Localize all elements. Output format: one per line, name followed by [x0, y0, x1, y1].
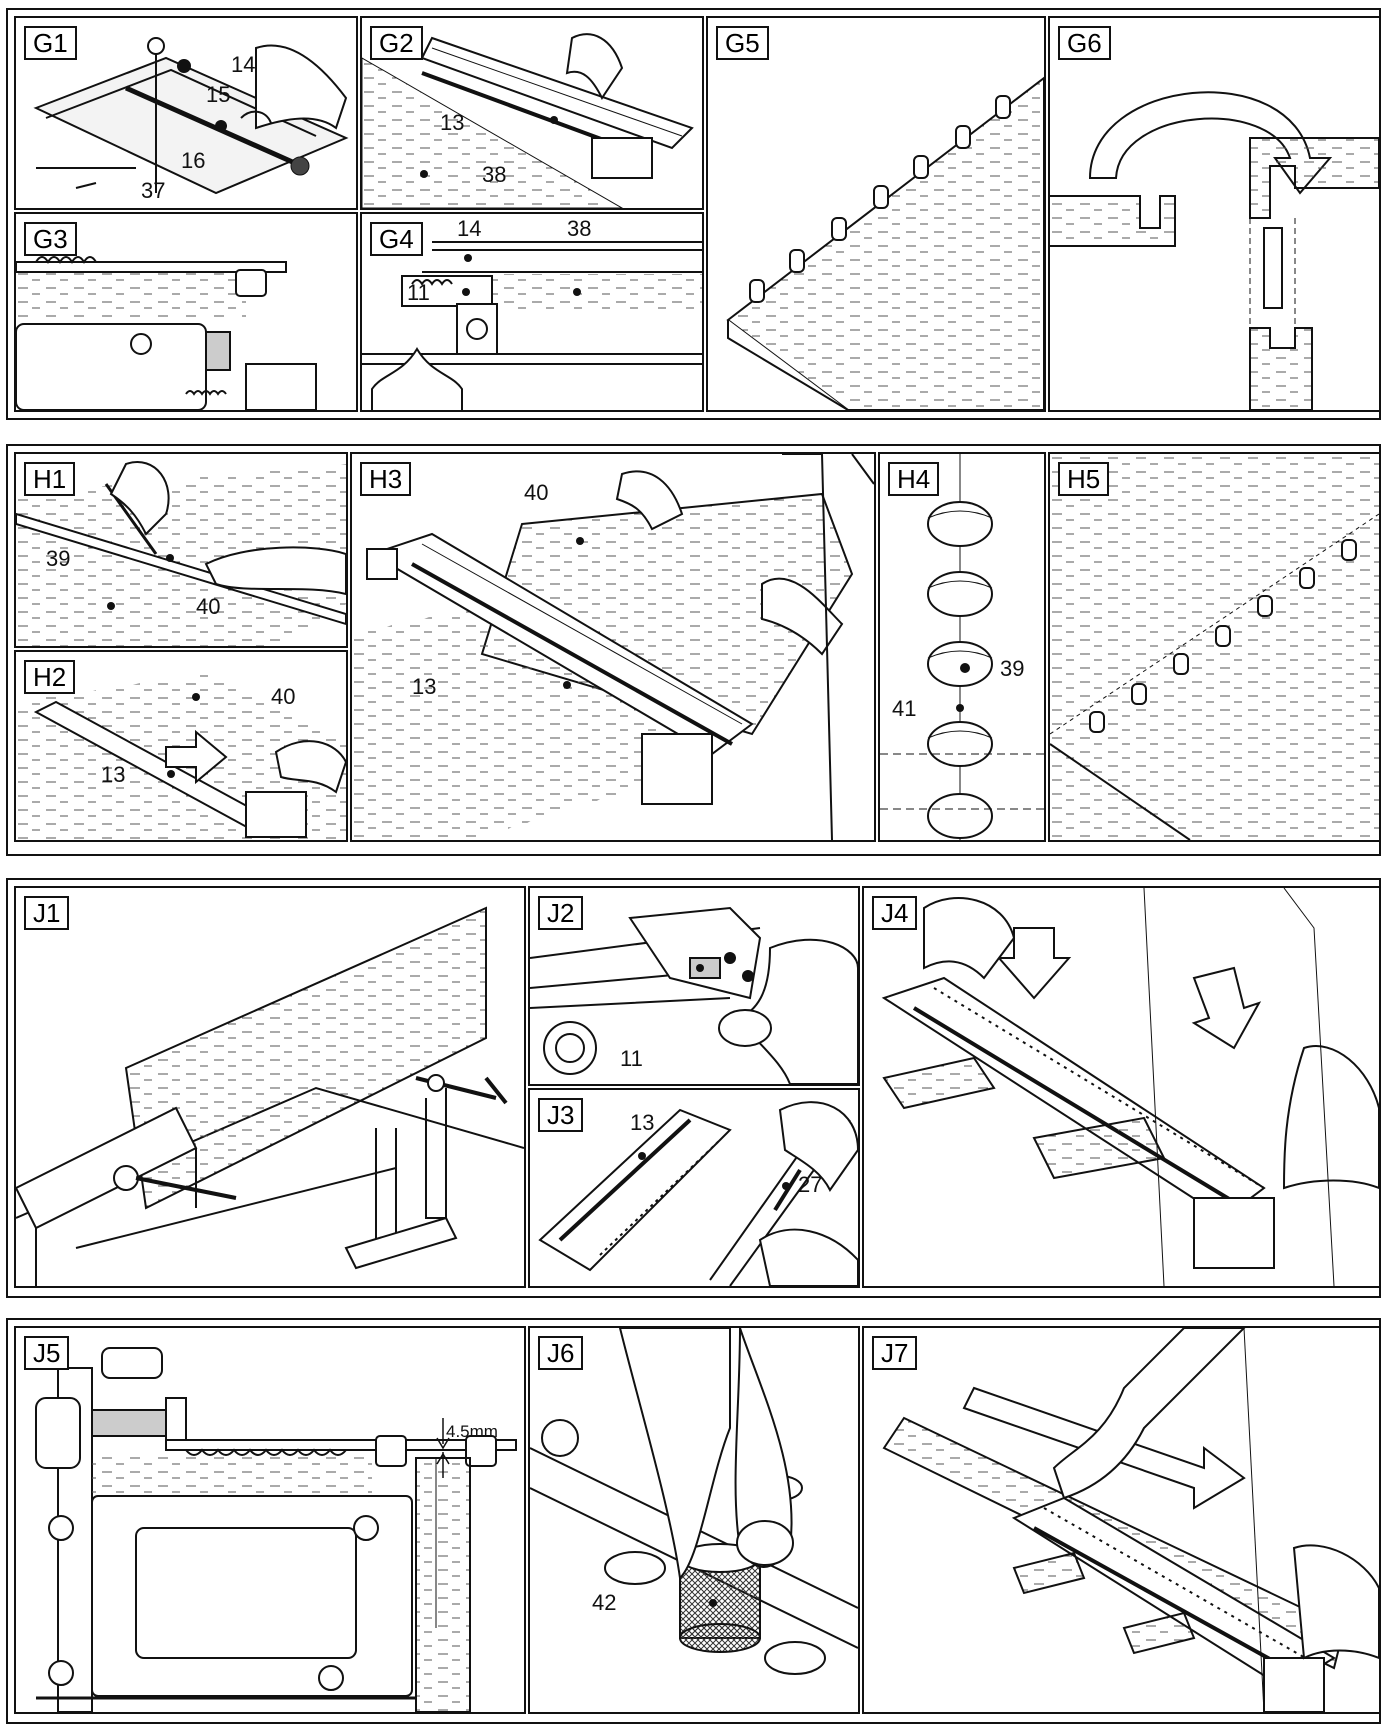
panel-g5: G5	[706, 16, 1046, 412]
jig-flipped-drawing	[530, 1090, 858, 1286]
panel-h4: H4 39 41	[878, 452, 1046, 842]
callout-14: 14	[457, 216, 482, 241]
panel-label: J2	[538, 896, 584, 930]
callout-16: 16	[181, 148, 206, 173]
panel-label: G6	[1058, 26, 1111, 60]
panel-g1: G1 14 15 16 37	[14, 16, 358, 210]
flip-board-diagram	[1050, 18, 1379, 410]
panel-label: G5	[716, 26, 769, 60]
panel-j6: J6 42	[528, 1326, 860, 1714]
panel-g4: G4 14 38 11	[360, 212, 704, 412]
callout-39: 39	[46, 546, 71, 571]
panel-h5: H5	[1048, 452, 1381, 842]
panel-label: G2	[370, 26, 423, 60]
panel-h2: H2 40 13	[14, 650, 348, 842]
dowel-row-drawing	[1050, 454, 1379, 840]
panel-label: G3	[24, 222, 77, 256]
panel-label: G1	[24, 26, 77, 60]
slide-jig-along-edge-drawing	[864, 1328, 1379, 1712]
measurement-label: 4.5mm	[446, 1422, 498, 1441]
panel-j7: J7	[862, 1326, 1381, 1714]
panel-label: H1	[24, 462, 76, 496]
hole-alignment-diagram	[880, 454, 1044, 840]
jig-clearance-diagram	[16, 1328, 524, 1712]
insert-bushing-drawing	[530, 1328, 858, 1712]
callout-38: 38	[482, 162, 507, 187]
panel-j4: J4	[862, 886, 1381, 1288]
row-j-lower: J5 4.5mm J6	[6, 1318, 1381, 1724]
panel-label: J5	[24, 1336, 70, 1370]
callout-13: 13	[440, 110, 465, 135]
callout-40: 40	[196, 594, 221, 619]
panel-j5: J5 4.5mm	[14, 1326, 526, 1714]
callout-14: 14	[231, 52, 256, 77]
dowels-board-drawing	[708, 18, 1044, 410]
panel-h1: H1 39 40	[14, 452, 348, 648]
callout-42: 42	[592, 1590, 617, 1615]
callout-13: 13	[412, 674, 437, 699]
callout-37: 37	[141, 178, 166, 203]
callout-11: 11	[620, 1046, 643, 1071]
panel-j1: J1	[14, 886, 526, 1288]
panel-g6: G6	[1048, 16, 1381, 412]
callout-40: 40	[524, 480, 549, 505]
jig-on-second-board-drawing	[352, 454, 874, 840]
panel-g2: G2 13 38	[360, 16, 704, 210]
panel-label: H5	[1058, 462, 1110, 496]
callout-13: 13	[630, 1110, 655, 1135]
callout-13: 13	[101, 762, 126, 787]
row-g: G1 14 15 16 37 G2	[6, 8, 1381, 420]
slide-board-drawing	[16, 652, 346, 840]
row-h: H1 39 40 H2 40 13 H3	[6, 444, 1381, 856]
callout-15: 15	[206, 82, 231, 107]
callout-11: 11	[407, 280, 430, 305]
panel-label: J1	[24, 896, 70, 930]
callout-39: 39	[1000, 656, 1025, 681]
panel-label: H3	[360, 462, 412, 496]
jig-fence-adjust-drawing	[16, 18, 356, 208]
callout-27: 27	[798, 1172, 823, 1197]
board-clamped-to-bench-drawing	[16, 888, 524, 1286]
callout-38: 38	[567, 216, 592, 241]
panel-label: H4	[888, 462, 940, 496]
panel-g3: G3	[14, 212, 358, 412]
panel-h3: H3 40 13	[350, 452, 876, 842]
panel-label: J6	[538, 1336, 584, 1370]
stop-lever-drawing	[530, 888, 858, 1084]
panel-label: H2	[24, 660, 76, 694]
callout-40: 40	[271, 684, 296, 709]
panel-label: J7	[872, 1336, 918, 1370]
panel-j2: J2 11	[528, 886, 860, 1086]
panel-label: J4	[872, 896, 918, 930]
panel-label: G4	[370, 222, 423, 256]
panel-label: J3	[538, 1098, 584, 1132]
row-j-upper: J1 J2	[6, 878, 1381, 1298]
jig-on-board-edge-drawing	[864, 888, 1379, 1286]
panel-j3: J3 13 27	[528, 1088, 860, 1288]
callout-41: 41	[892, 696, 917, 721]
